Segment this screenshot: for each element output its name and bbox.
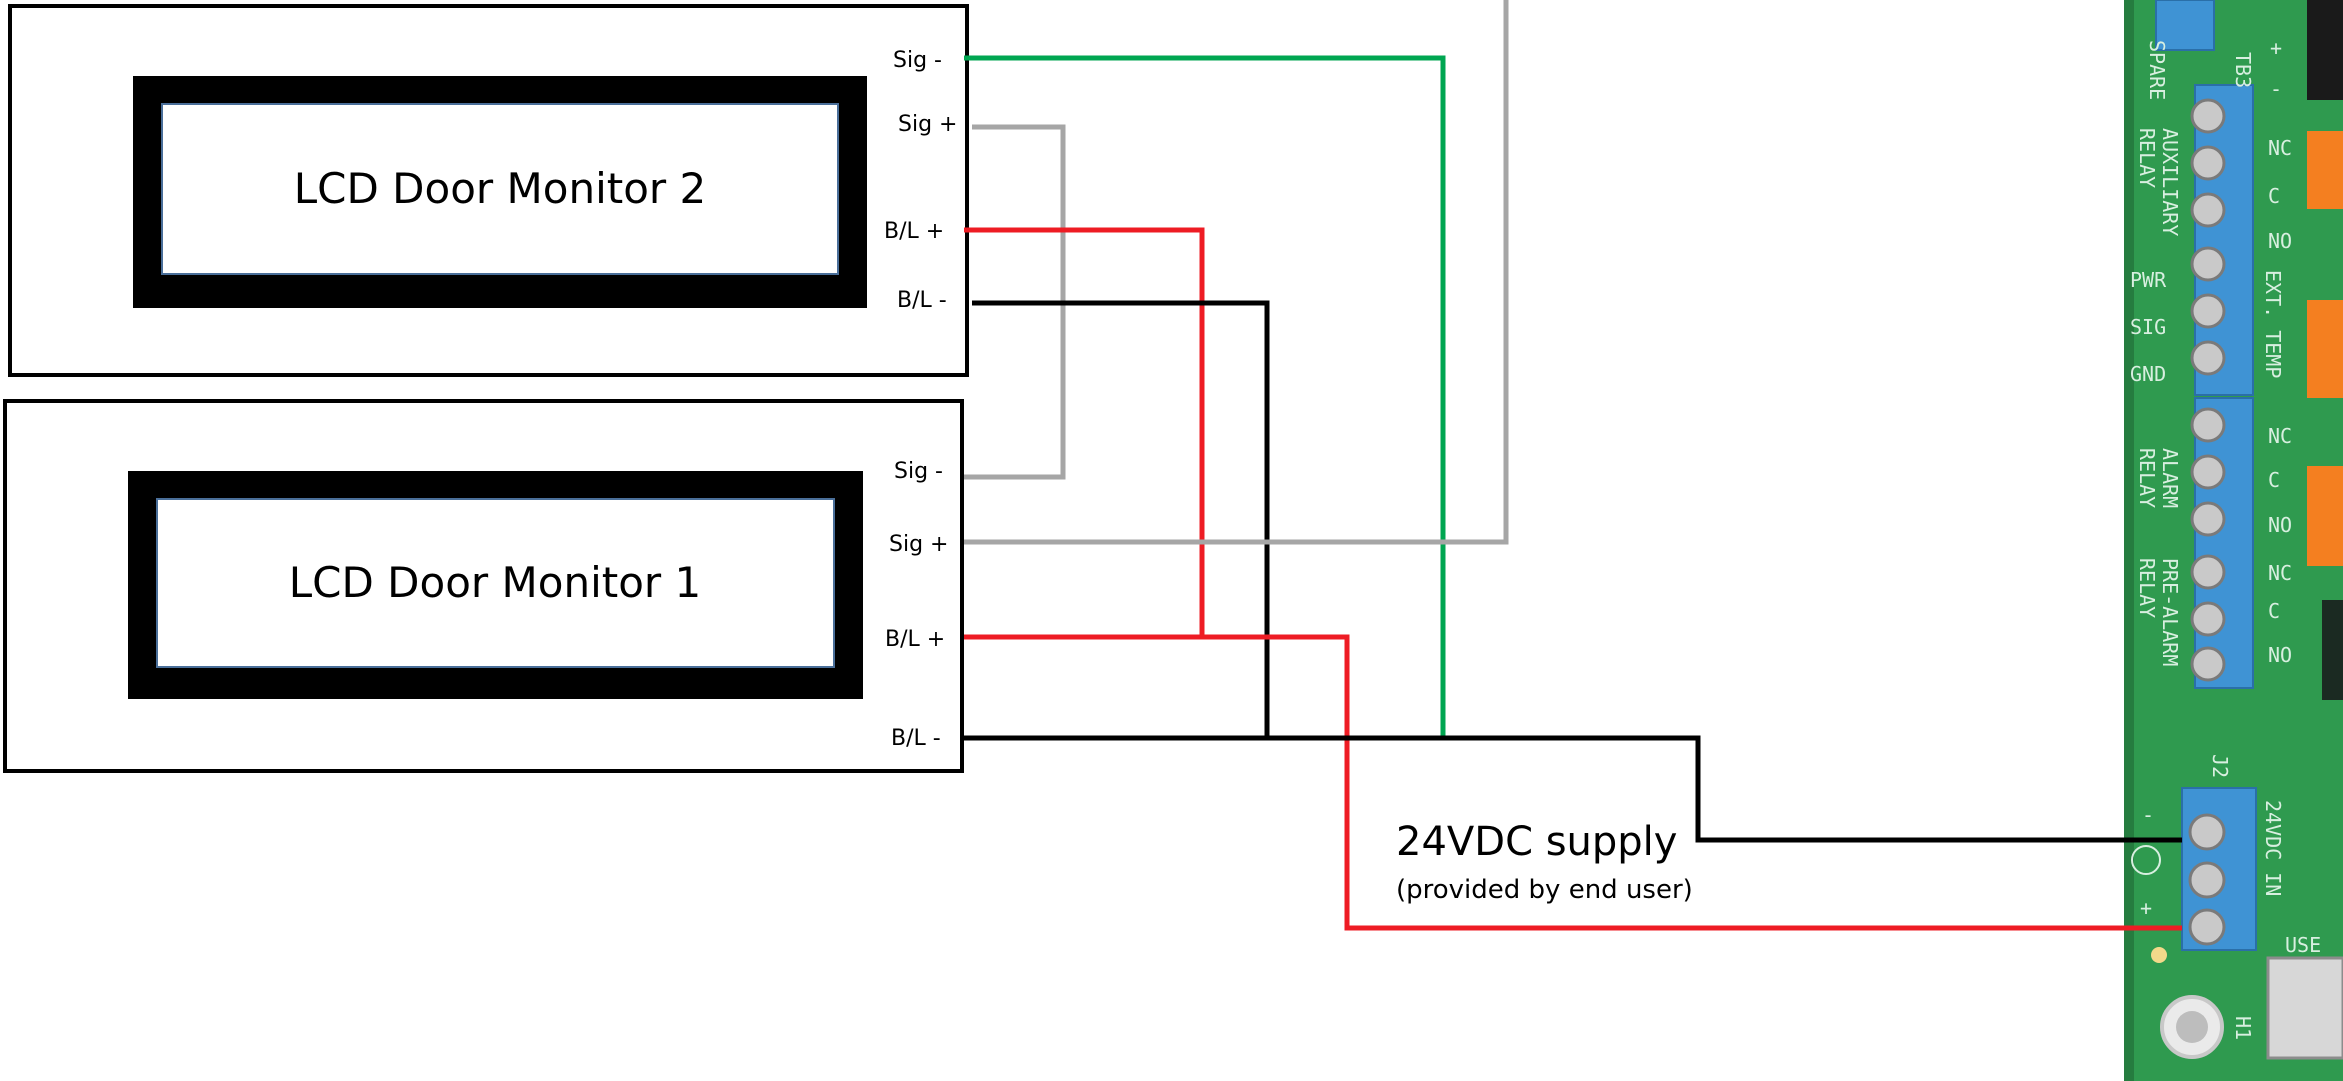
alarm-pin-nc: NC	[2268, 424, 2292, 448]
monitor-1-terminal-bl-neg: B/L -	[891, 726, 941, 751]
monitor-1-lcd-screen	[156, 498, 835, 668]
mounting-hole-center	[2176, 1011, 2208, 1043]
monitor-2-terminal-sig-pos: Sig +	[898, 112, 957, 137]
pcb-shading	[2124, 0, 2134, 1081]
wire-sig-neg-monitor-2	[964, 55, 1446, 738]
aux-pin-no: NO	[2268, 229, 2292, 253]
screw-terminal	[2190, 601, 2226, 637]
screw-terminal	[2190, 246, 2226, 282]
controller-board: TB3 SPARE + - AUXILIARY RELAY EXT. TEMP …	[2124, 0, 2343, 1081]
pre-alarm-pin-nc: NC	[2268, 561, 2292, 585]
aux-pin-c: C	[2268, 184, 2280, 208]
supply-title: 24VDC supply	[1396, 819, 1677, 865]
auxiliary-relay-label: RELAY	[2135, 128, 2159, 188]
screw-terminal	[2190, 293, 2226, 329]
j2-plus-label: +	[2140, 896, 2152, 920]
wire-bl-neg-monitor-2	[972, 300, 1270, 738]
dark-component	[2322, 600, 2343, 700]
screw-terminal	[2188, 908, 2226, 946]
alarm-relay-body	[2307, 466, 2343, 566]
dc-in-label: 24VDC IN	[2261, 800, 2285, 896]
screw-terminal	[2190, 340, 2226, 376]
ext-temp-pin-gnd: GND	[2130, 362, 2166, 386]
j2-label: J2	[2208, 754, 2232, 778]
screw-terminal	[2190, 192, 2226, 228]
spare-label: SPARE	[2145, 40, 2169, 100]
wire-bl-pos-monitor-1	[964, 634, 2182, 931]
pre-alarm-pin-no: NO	[2268, 643, 2292, 667]
monitor-1-terminal-sig-neg: Sig -	[894, 459, 943, 484]
screw-terminal	[2190, 646, 2226, 682]
test-pad-icon	[2151, 947, 2167, 963]
monitor-2-terminal-sig-neg: Sig -	[893, 48, 942, 73]
screw-terminal	[2190, 98, 2226, 134]
pre-alarm-relay-label: RELAY	[2135, 558, 2159, 618]
use-label: USE	[2285, 933, 2321, 957]
h1-label: H1	[2231, 1016, 2255, 1040]
monitor-1-terminal-bl-pos: B/L +	[885, 627, 945, 652]
j2-minus-label: -	[2142, 803, 2154, 827]
ext-temp-pin-sig: SIG	[2130, 315, 2166, 339]
tb3-minus-label: -	[2270, 77, 2282, 101]
supply-subtitle: (provided by end user)	[1396, 875, 1693, 905]
screw-terminal	[2190, 145, 2226, 181]
auxiliary-relay-body	[2307, 131, 2343, 209]
screw-terminal	[2190, 554, 2226, 590]
alarm-pin-c: C	[2268, 468, 2280, 492]
connector-housing	[2307, 0, 2343, 100]
screw-terminal	[2188, 861, 2226, 899]
screw-terminal	[2190, 501, 2226, 537]
alarm-relay-label: RELAY	[2135, 448, 2159, 508]
monitor-2-terminal-bl-neg: B/L -	[897, 288, 947, 313]
monitor-1-terminal-sig-pos: Sig +	[889, 532, 948, 557]
auxiliary-label: AUXILIARY	[2158, 128, 2182, 236]
monitor-2-lcd-screen	[161, 103, 839, 275]
alarm-label: ALARM	[2158, 448, 2182, 508]
screw-terminal	[2190, 454, 2226, 490]
monitor-2-title: LCD Door Monitor 2	[294, 164, 707, 213]
ext-temp-label: EXT. TEMP	[2261, 270, 2285, 378]
tb3-label: TB3	[2231, 52, 2255, 88]
ground-symbol-icon	[2131, 845, 2161, 875]
screw-terminal	[2188, 813, 2226, 851]
j2-terminal-block	[2181, 787, 2257, 951]
wire-sig-pos-monitor-1	[964, 0, 1509, 545]
screw-terminal	[2190, 407, 2226, 443]
wires	[964, 0, 2182, 931]
fuse-holder	[2266, 956, 2343, 1060]
aux-pin-nc: NC	[2268, 136, 2292, 160]
monitor-2-terminal-bl-pos: B/L +	[884, 219, 944, 244]
wire-bl-pos-monitor-2	[964, 227, 1205, 637]
pre-alarm-pin-c: C	[2268, 599, 2280, 623]
pre-alarm-label: PRE-ALARM	[2158, 558, 2182, 666]
monitor-1-title: LCD Door Monitor 1	[289, 558, 702, 607]
ext-temp-relay-body	[2307, 300, 2343, 398]
tb3-plus-label: +	[2270, 36, 2282, 60]
wire-bl-neg-monitor-1	[964, 735, 2182, 843]
tb3-terminal-block	[2155, 0, 2254, 689]
ext-temp-pin-pwr: PWR	[2130, 268, 2167, 292]
alarm-pin-no: NO	[2268, 513, 2292, 537]
lcd-door-monitor-1: LCD Door Monitor 1 Sig - Sig + B/L + B/L…	[3, 399, 964, 773]
lcd-door-monitor-2: LCD Door Monitor 2 Sig - Sig + B/L + B/L…	[8, 4, 969, 377]
